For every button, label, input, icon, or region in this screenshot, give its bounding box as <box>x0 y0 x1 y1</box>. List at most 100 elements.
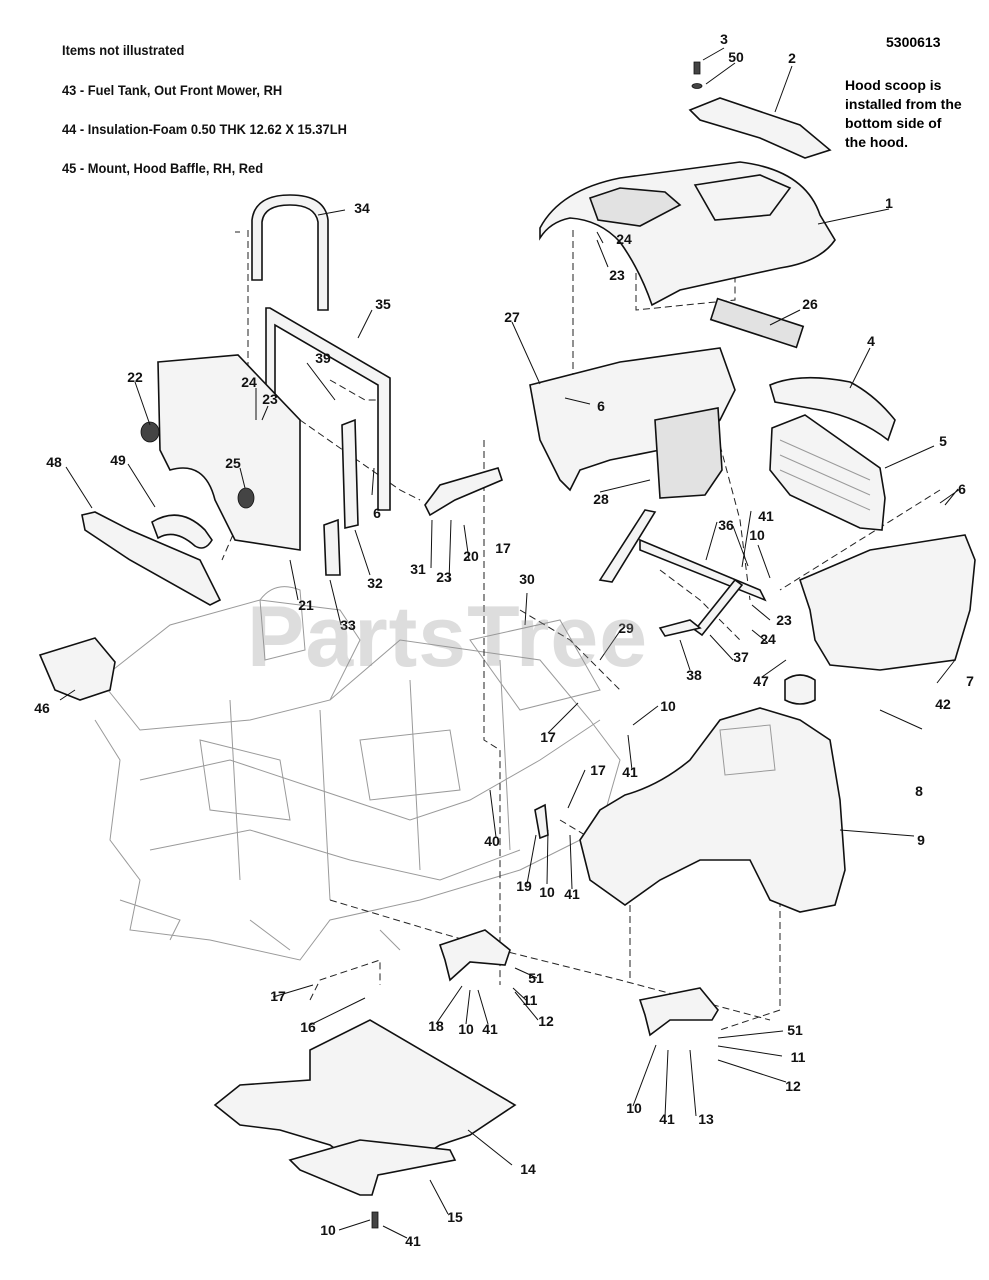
callout-49: 49 <box>110 452 126 468</box>
callout-41: 41 <box>564 886 580 902</box>
callout-34: 34 <box>354 200 370 216</box>
callout-48: 48 <box>46 454 62 470</box>
callout-40: 40 <box>484 833 500 849</box>
link-37 <box>693 578 744 637</box>
callout-11: 11 <box>791 1049 806 1065</box>
callout-30: 30 <box>519 571 535 587</box>
callout-10: 10 <box>749 527 765 543</box>
callout-11: 11 <box>523 992 538 1008</box>
bracket-31 <box>424 467 503 517</box>
callout-17: 17 <box>590 762 606 778</box>
bracket-48 <box>81 511 222 606</box>
bracket-13 <box>638 987 719 1037</box>
callout-41: 41 <box>622 764 638 780</box>
callout-41: 41 <box>482 1021 498 1037</box>
diagram-id: 5300613 <box>886 34 941 50</box>
fuel-cap-8 <box>784 674 816 705</box>
washer-50 <box>691 83 703 89</box>
callout-18: 18 <box>428 1018 444 1034</box>
callout-25: 25 <box>225 455 241 471</box>
bumper-34 <box>251 194 329 311</box>
side-panels <box>529 347 976 671</box>
callout-26: 26 <box>802 296 818 312</box>
watermark: PartsTree <box>247 589 649 685</box>
callout-32: 32 <box>367 575 383 591</box>
callout-4: 4 <box>867 333 875 349</box>
callout-50: 50 <box>728 49 744 65</box>
callout-28: 28 <box>593 491 609 507</box>
note-item-44: 44 - Insulation-Foam 0.50 THK 12.62 X 15… <box>62 121 347 137</box>
callout-22: 22 <box>127 369 143 385</box>
strip-33 <box>323 518 341 576</box>
latch-19 <box>534 803 549 840</box>
callout-51: 51 <box>528 970 544 986</box>
callout-17: 17 <box>540 729 556 745</box>
items-not-illustrated-title: Items not illustrated <box>62 42 185 58</box>
ghost-frame <box>94 586 621 961</box>
callout-8: 8 <box>915 783 923 799</box>
brace-36 <box>598 509 767 602</box>
callout-41: 41 <box>659 1111 675 1127</box>
callout-23: 23 <box>776 612 792 628</box>
bracket-18 <box>438 929 511 982</box>
callout-42: 42 <box>935 696 951 712</box>
callout-10: 10 <box>626 1100 642 1116</box>
hood-vent <box>588 187 682 227</box>
insulation-28 <box>654 407 723 499</box>
hood-window <box>693 174 792 221</box>
callout-16: 16 <box>300 1019 316 1035</box>
grommet-25 <box>237 487 255 509</box>
note-item-45: 45 - Mount, Hood Baffle, RH, Red <box>62 160 264 176</box>
callout-3: 3 <box>720 31 728 47</box>
callout-19: 19 <box>516 878 532 894</box>
callout-6: 6 <box>597 398 605 414</box>
callout-29: 29 <box>618 620 634 636</box>
callout-12: 12 <box>785 1078 801 1094</box>
callout-10: 10 <box>320 1222 336 1238</box>
bolt-41-bottom <box>371 1211 379 1229</box>
right-parts <box>213 509 846 1229</box>
panel-7 <box>799 534 976 671</box>
callout-14: 14 <box>520 1161 536 1177</box>
hood-scoop <box>688 97 832 159</box>
foam-block-26 <box>709 297 805 349</box>
hood-assembly <box>539 61 836 349</box>
callout-39: 39 <box>315 350 331 366</box>
callout-27: 27 <box>504 309 520 325</box>
callout-24: 24 <box>616 231 632 247</box>
callout-20: 20 <box>463 548 479 564</box>
callout-10: 10 <box>539 884 555 900</box>
callout-1: 1 <box>885 195 893 211</box>
callout-10: 10 <box>660 698 676 714</box>
callout-6: 6 <box>373 505 381 521</box>
callout-51: 51 <box>787 1022 803 1038</box>
callout-9: 9 <box>917 832 925 848</box>
leader-lines <box>59 47 961 1239</box>
callout-24: 24 <box>241 374 257 390</box>
callout-35: 35 <box>375 296 391 312</box>
hood-baffle-4 <box>769 376 896 442</box>
callout-13: 13 <box>698 1111 714 1127</box>
callout-21: 21 <box>298 597 314 613</box>
callout-23: 23 <box>436 569 452 585</box>
left-parts <box>38 194 503 701</box>
callout-23: 23 <box>609 267 625 283</box>
callout-41: 41 <box>758 508 774 524</box>
hood-scoop-note: Hood scoop is installed from the bottom … <box>845 77 962 150</box>
callout-38: 38 <box>686 667 702 683</box>
fuel-tank-9 <box>579 707 846 913</box>
callout-33: 33 <box>340 617 356 633</box>
plate-21 <box>157 354 301 551</box>
note-item-43: 43 - Fuel Tank, Out Front Mower, RH <box>62 82 283 98</box>
callout-12: 12 <box>538 1013 554 1029</box>
plate-15 <box>288 1139 457 1196</box>
callout-36: 36 <box>718 517 734 533</box>
callout-2: 2 <box>788 50 796 66</box>
callout-41: 41 <box>405 1233 421 1249</box>
callout-5: 5 <box>939 433 947 449</box>
callout-23: 23 <box>262 391 278 407</box>
grille-5 <box>769 414 886 531</box>
pad-49 <box>151 514 213 549</box>
callout-10: 10 <box>458 1021 474 1037</box>
